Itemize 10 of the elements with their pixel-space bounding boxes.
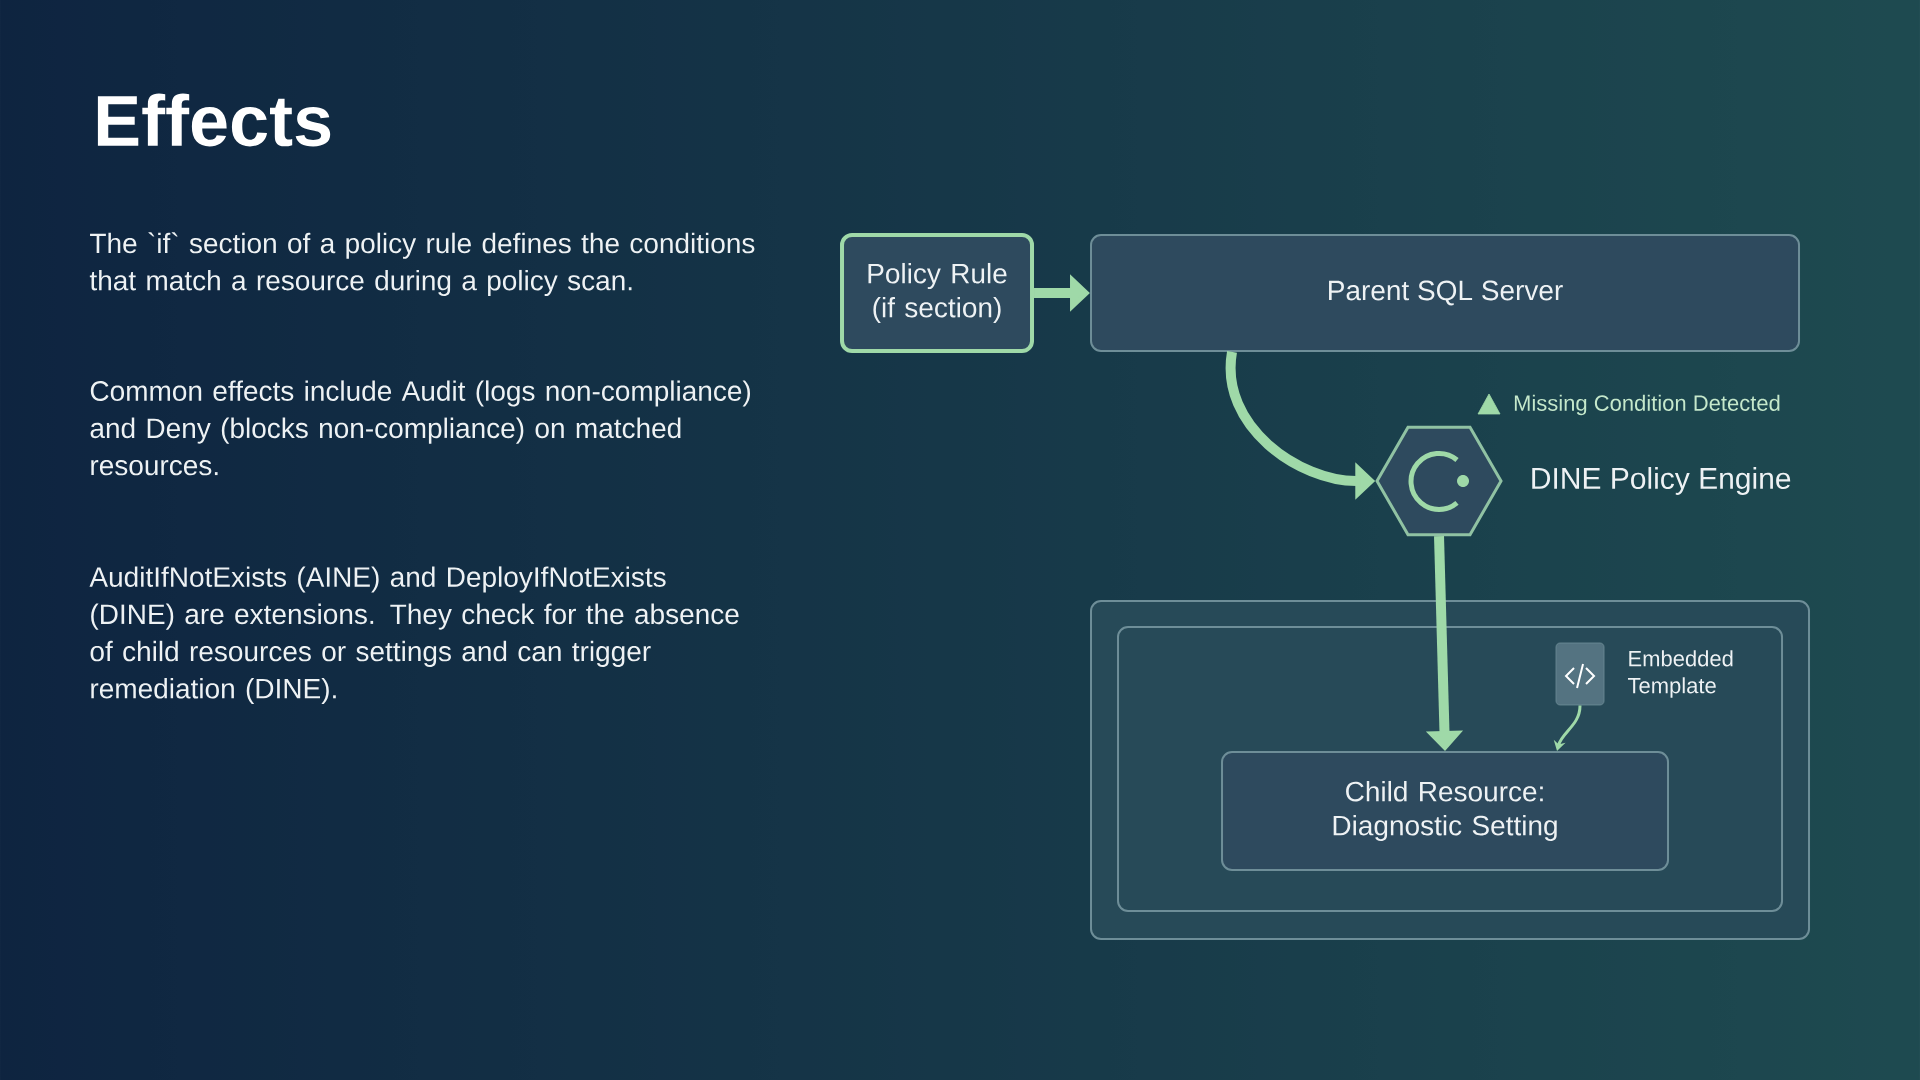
- process-box: Parent SQL Server: [1090, 234, 1800, 352]
- status-label: Missing Condition Detected: [1514, 394, 1780, 416]
- node-label: DINE Policy Engine: [1532, 467, 1791, 495]
- paragraph: Common effects include Audit (logs non-compliance) and Deny (blocks non-compliance) on matched resources.: [90, 380, 750, 476]
- process-box: Policy Rule (if section): [840, 233, 1034, 353]
- node-label: Embedded Template: [1628, 650, 1733, 698]
- paragraph: The `if` section of a policy rule defines the conditions that match a resource during a policy scan.: [89, 232, 755, 296]
- paragraph: AuditIfNotExists (AINE) and DeployIfNotExists (DINE) are extensions. They check for the absence of child resources or settings and can trigger remediation (DINE).: [89, 566, 739, 705]
- process-box: Child Resource: Diagnostic Setting: [1221, 751, 1669, 871]
- title: Effects: [97, 93, 331, 147]
